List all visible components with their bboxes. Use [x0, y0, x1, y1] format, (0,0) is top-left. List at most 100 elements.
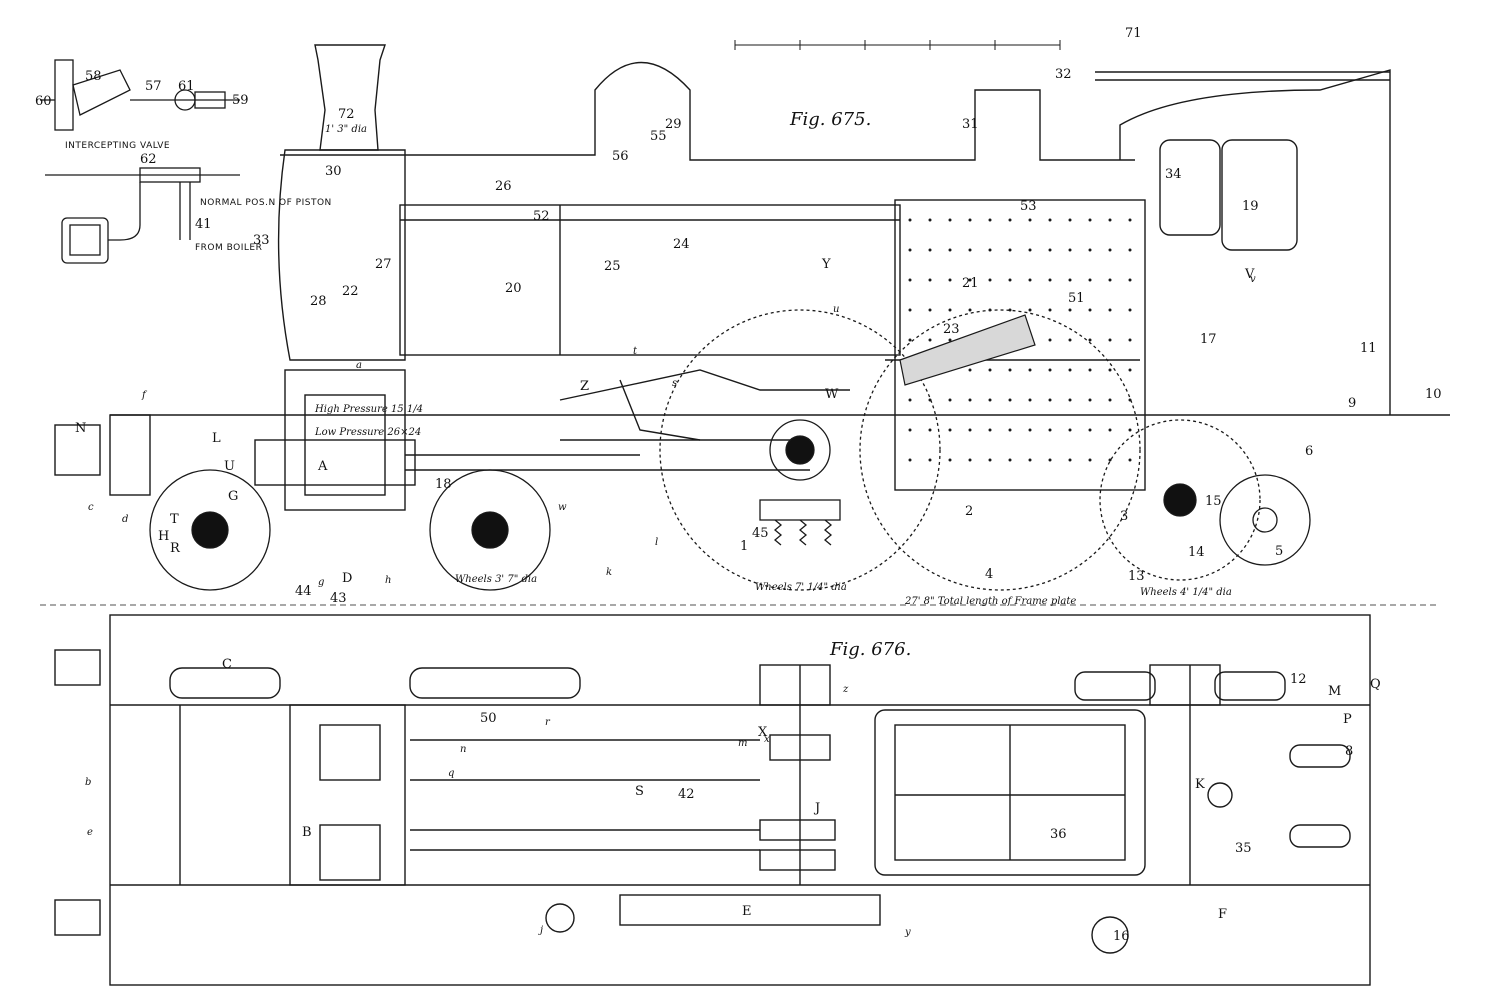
callout-60: 60 — [35, 94, 52, 109]
callout-2: 2 — [965, 504, 973, 519]
callout-L: L — [212, 431, 221, 446]
callout-25: 25 — [604, 259, 621, 274]
callout-17: 17 — [1200, 332, 1217, 347]
callout-w: w — [558, 502, 567, 513]
callout-58: 58 — [85, 69, 102, 84]
callout-57: 57 — [145, 79, 162, 94]
callout-e: e — [87, 827, 93, 838]
trailing-wheels-note: Wheels 4' 1/4" dia — [1140, 587, 1232, 598]
callout-r: r — [545, 717, 551, 728]
callout-33: 33 — [253, 233, 270, 248]
callout-3: 3 — [1120, 509, 1128, 524]
callout-N: N — [75, 421, 86, 436]
callout-56: 56 — [612, 149, 629, 164]
callout-u: u — [833, 304, 839, 315]
callout-35: 35 — [1235, 841, 1252, 856]
plan-view — [54, 614, 1371, 986]
callout-j: j — [538, 925, 543, 936]
callout-S: S — [635, 784, 644, 799]
callout-11: 11 — [1360, 341, 1377, 356]
callout-44: 44 — [295, 584, 312, 599]
callout-1: 1 — [740, 539, 748, 554]
callout-m: m — [738, 738, 747, 749]
callout-x: x — [764, 734, 770, 745]
callout-53: 53 — [1020, 199, 1037, 214]
callout-34: 34 — [1165, 167, 1182, 182]
callout-29: 29 — [665, 117, 682, 132]
high-pressure-note: High Pressure 15 1/4 — [314, 404, 423, 415]
callout-l: l — [655, 537, 658, 548]
figure-675-caption: Fig. 675. — [789, 109, 871, 130]
callout-V: V — [1244, 267, 1255, 282]
callout-55: 55 — [650, 129, 667, 144]
brick-arch — [899, 314, 1036, 386]
callout-28: 28 — [310, 294, 327, 309]
callout-Q: Q — [1370, 677, 1381, 692]
intercepting-valve-inset — [40, 59, 240, 264]
callout-C: C — [222, 657, 232, 672]
callout-5: 5 — [1275, 544, 1283, 559]
callout-32: 32 — [1055, 67, 1072, 82]
callout-16: 16 — [1113, 929, 1130, 944]
scale-bar — [734, 40, 1061, 50]
callout-36: 36 — [1050, 827, 1067, 842]
callout-v: v — [1250, 274, 1256, 285]
callout-24: 24 — [673, 237, 690, 252]
bogie-wheels-note: Wheels 3' 7" dia — [455, 574, 537, 585]
callout-26: 26 — [495, 179, 512, 194]
callout-51: 51 — [1068, 291, 1085, 306]
callout-d: d — [122, 514, 128, 525]
callout-f: f — [141, 390, 148, 401]
callout-31: 31 — [962, 117, 979, 132]
figure-676-caption: Fig. 676. — [829, 639, 911, 660]
side-elevation — [40, 44, 1450, 606]
callout-27: 27 — [375, 257, 392, 272]
callout-A: A — [317, 459, 328, 474]
callout-21: 21 — [962, 276, 979, 291]
callout-14: 14 — [1188, 545, 1205, 560]
callout-K: K — [1195, 777, 1205, 792]
callout-52: 52 — [533, 209, 550, 224]
callout-22: 22 — [342, 284, 359, 299]
callout-20: 20 — [505, 281, 522, 296]
callout-4: 4 — [985, 567, 993, 582]
callout-18: 18 — [435, 477, 452, 492]
callout-Z: Z — [580, 379, 589, 394]
callout-12: 12 — [1290, 672, 1307, 687]
callout-71: 71 — [1125, 26, 1142, 41]
callout-q: q — [448, 768, 454, 779]
callout-t: t — [633, 346, 638, 357]
callout-n: n — [460, 744, 466, 755]
callout-M: M — [1328, 684, 1341, 699]
inset-normal-position: NORMAL POS.N OF PISTON — [200, 198, 332, 208]
callout-W: W — [825, 387, 839, 402]
callout-y: y — [904, 927, 911, 938]
callout-8: 8 — [1345, 744, 1353, 759]
callout-h: h — [385, 575, 391, 586]
callout-19: 19 — [1242, 199, 1259, 214]
callout-9: 9 — [1348, 396, 1356, 411]
callout-15: 15 — [1205, 494, 1222, 509]
letter-callouts: N L A G H R T K M Q P C E F D J S B U V … — [75, 257, 1381, 938]
callout-a: a — [356, 360, 362, 371]
chimney-dimension: 1' 3" dia — [325, 124, 367, 135]
callout-42: 42 — [678, 787, 695, 802]
callout-B: B — [302, 825, 312, 840]
callout-62: 62 — [140, 152, 157, 167]
callout-R: R — [170, 541, 181, 556]
callout-45: 45 — [752, 526, 769, 541]
callout-30: 30 — [325, 164, 342, 179]
callout-10: 10 — [1425, 387, 1442, 402]
side-wheels — [149, 309, 1311, 591]
callout-41: 41 — [195, 217, 212, 232]
callout-g: g — [318, 577, 324, 588]
callout-G: G — [228, 489, 238, 504]
callout-50: 50 — [480, 711, 497, 726]
callout-Y: Y — [821, 257, 831, 272]
callout-U: U — [224, 459, 235, 474]
low-pressure-note: Low Pressure 26×24 — [314, 427, 421, 438]
callout-P: P — [1343, 712, 1352, 727]
callout-J: J — [813, 801, 820, 816]
frame-length-note: 27' 8" Total length of Frame plate — [904, 596, 1076, 607]
